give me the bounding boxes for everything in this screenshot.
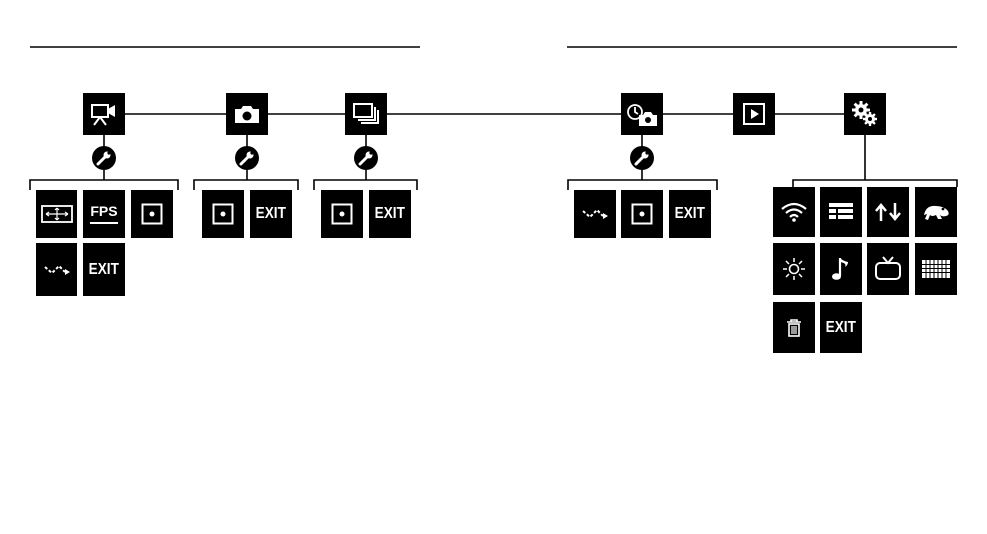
spot-meter-button[interactable] [621, 190, 663, 238]
timelapse-mode-button[interactable] [621, 93, 663, 135]
list-icon [827, 201, 855, 223]
brightness-button[interactable] [773, 243, 815, 295]
burst-mode-icon [352, 102, 380, 126]
timelapse-mode-icon [626, 101, 658, 127]
interval-icon [581, 207, 609, 221]
resolution-icon [41, 204, 73, 224]
spot-meter-button[interactable] [202, 190, 244, 238]
spot-meter-button[interactable] [321, 190, 363, 238]
burst-mode-button[interactable] [345, 93, 387, 135]
interval-button[interactable] [574, 190, 616, 238]
protune-icon [43, 263, 71, 277]
fps-label: FPS [90, 204, 117, 218]
fps-button[interactable]: FPS [83, 190, 125, 238]
wrench-icon [239, 150, 255, 166]
timelapse-settings-button[interactable] [630, 146, 654, 170]
list-button[interactable] [820, 187, 862, 237]
exit-label: EXIT [256, 205, 286, 223]
tv-out-button[interactable] [867, 243, 909, 295]
grid-icon [920, 258, 952, 280]
spot-meter-icon [212, 203, 234, 225]
photo-mode-button[interactable] [226, 93, 268, 135]
spot-meter-icon [631, 203, 653, 225]
video-exit-button[interactable]: EXIT [83, 243, 125, 296]
sound-button[interactable] [820, 243, 862, 295]
burst-exit-button[interactable]: EXIT [369, 190, 411, 238]
exit-label: EXIT [675, 205, 705, 223]
grid-button[interactable] [915, 243, 957, 295]
exit-label: EXIT [89, 261, 119, 279]
frog-icon [920, 201, 952, 223]
playback-icon [742, 102, 766, 126]
photo-exit-button[interactable]: EXIT [250, 190, 292, 238]
delete-button[interactable] [773, 302, 815, 353]
tv-out-icon [874, 255, 902, 283]
protune-button[interactable] [36, 243, 77, 296]
burst-settings-button[interactable] [354, 146, 378, 170]
setup-button[interactable] [844, 93, 886, 135]
spot-meter-icon [141, 203, 163, 225]
exit-label: EXIT [826, 319, 856, 337]
video-mode-button[interactable] [83, 93, 125, 135]
setup-gear-icon [851, 100, 879, 128]
frog-button[interactable] [915, 187, 957, 237]
photo-mode-icon [233, 103, 261, 125]
video-settings-button[interactable] [92, 146, 116, 170]
sound-icon [830, 255, 852, 283]
timelapse-exit-button[interactable]: EXIT [669, 190, 711, 238]
wrench-icon [96, 150, 112, 166]
playback-button[interactable] [733, 93, 775, 135]
orientation-icon [873, 201, 903, 223]
orientation-button[interactable] [867, 187, 909, 237]
setup-exit-button[interactable]: EXIT [820, 302, 862, 353]
wifi-icon [780, 201, 808, 223]
wrench-icon [358, 150, 374, 166]
wrench-icon [634, 150, 650, 166]
video-mode-icon [89, 101, 119, 127]
fps-underline [90, 222, 118, 224]
wifi-button[interactable] [773, 187, 815, 237]
exit-label: EXIT [375, 205, 405, 223]
photo-settings-button[interactable] [235, 146, 259, 170]
spot-meter-button[interactable] [131, 190, 173, 238]
delete-icon [785, 318, 803, 338]
resolution-button[interactable] [36, 190, 77, 238]
spot-meter-icon [331, 203, 353, 225]
brightness-icon [781, 256, 807, 282]
